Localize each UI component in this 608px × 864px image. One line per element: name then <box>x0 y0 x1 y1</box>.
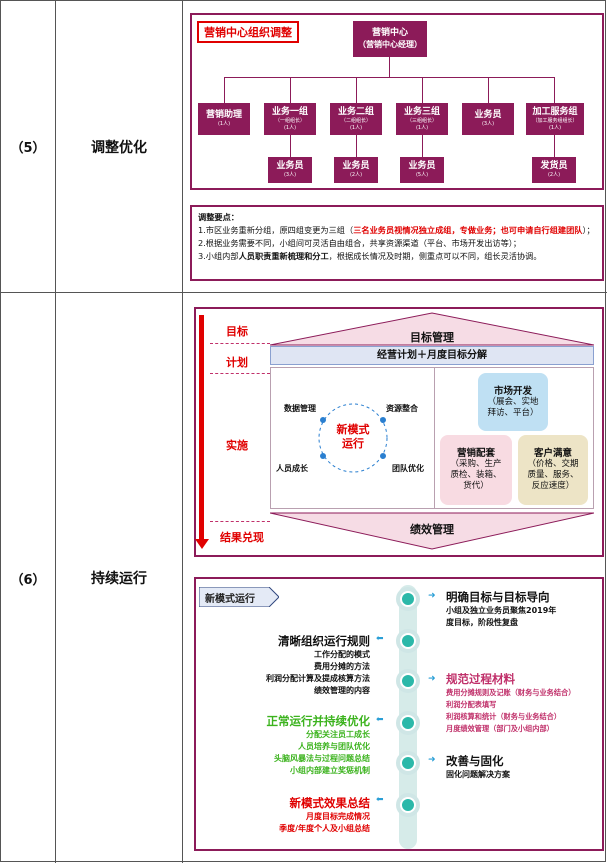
org-box-group2: 业务二组 （二组组长） (1人) <box>330 103 382 135</box>
row-content: 营销中心组织调整 营销中心 （营销中心经理） <box>183 1 607 292</box>
stage-plan: 计划 <box>226 356 248 369</box>
row-content: 目标 计划 实施 结果兑现 目标管理 经营计划＋月度目标分解 <box>183 293 607 863</box>
cycle-ring <box>318 403 388 473</box>
step-clear-rules: 清晰组织运行规则 工作分配的模式 费用分摊的方法 利润分配计算及提成核算方法 绩… <box>266 634 370 695</box>
performance-management-label: 绩效管理 <box>410 523 454 536</box>
step-improve-solidify: 改善与固化 固化问题解决方案 <box>446 754 510 779</box>
org-root-box: 营销中心 （营销中心经理） <box>353 21 427 57</box>
step-summary: 新模式效果总结 月度目标完成情况 季度/年度个人及小组总结 <box>279 796 370 833</box>
stage-implement: 实施 <box>226 439 248 452</box>
org-box-group3: 业务三组 （三组组长） (1人) <box>396 103 448 135</box>
row-title: 调整优化 <box>56 1 183 292</box>
market-development-bubble: 市场开发 （展会、实地 拜访、平台） <box>478 373 548 431</box>
new-mode-timeline: 新模式运行 ➜ ⬅ ➜ ⬅ ➜ ⬅ 明确目标与目标导向 小 <box>194 577 604 851</box>
customer-satisfaction-bubble: 客户满意 （价格、交期 质量、服务、 反应速度） <box>518 435 588 505</box>
org-box-sub3: 业务员 (5人) <box>400 157 444 183</box>
timeline-label: 新模式运行 <box>199 587 279 607</box>
marketing-support-bubble: 营销配套 （采购、生产 质检、装箱、 货代） <box>440 435 512 505</box>
goal-management-label: 目标管理 <box>410 331 454 344</box>
quadrant-team: 团队优化 <box>392 464 424 473</box>
org-box-sub2: 业务员 (2人) <box>334 157 378 183</box>
adjustment-notes: 调整要点： 1.市区业务重新分组，原四组变更为三组（三名业务员视情况独立成组，专… <box>198 212 595 261</box>
table-row-6: （6） 持续运行 目标 计划 实施 结果兑现 目标管理 经营计划＋ <box>1 293 607 863</box>
org-box-group1: 业务一组 （一组组长） (1人) <box>264 103 316 135</box>
management-cycle-diagram: 目标 计划 实施 结果兑现 目标管理 经营计划＋月度目标分解 <box>194 307 604 557</box>
row-number: （5） <box>1 1 56 292</box>
quadrant-data: 数据管理 <box>284 404 316 413</box>
step-clear-goal: 明确目标与目标导向 小组及独立业务员聚焦2019年 度目标，阶段性复盘 <box>446 590 557 627</box>
row-number: （6） <box>1 293 56 863</box>
org-box-sub1: 业务员 (3人) <box>268 157 312 183</box>
goal-management-shape <box>270 312 594 346</box>
stage-result: 结果兑现 <box>220 531 264 544</box>
quadrant-people: 人员成长 <box>276 464 308 473</box>
quadrant-resource: 资源整合 <box>386 404 418 413</box>
org-box-salesman: 业务员 (3人) <box>462 103 514 135</box>
org-box-sub4: 发货员 (2人) <box>532 157 576 183</box>
org-box-processing: 加工服务组 （加工服务组组长） (1人) <box>526 103 584 135</box>
org-chart-title: 营销中心组织调整 <box>197 21 299 43</box>
adjustment-notes-box: 调整要点： 1.市区业务重新分组，原四组变更为三组（三名业务员视情况独立成组，专… <box>190 205 604 281</box>
stage-goal: 目标 <box>226 325 248 338</box>
plan-bar: 经营计划＋月度目标分解 <box>270 346 594 365</box>
step-standardize-materials: 规范过程材料 费用分摊规则及记账（财务与业务结合） 利润分配表填写 利润核算和统… <box>446 672 576 733</box>
table-row-5: （5） 调整优化 营销中心组织调整 营销中心 （营销中心经理） <box>1 1 607 293</box>
step-normal-operation: 正常运行并持续优化 分配关注员工成长 人员培养与团队优化 头脑风暴法与过程问题总… <box>266 714 371 775</box>
org-box-assistant: 营销助理 (1人) <box>198 103 250 135</box>
org-chart-frame: 营销中心组织调整 营销中心 （营销中心经理） <box>190 13 604 190</box>
row-title: 持续运行 <box>56 293 183 863</box>
new-mode-center: 新模式 运行 <box>336 423 370 450</box>
performance-management-shape <box>270 512 594 550</box>
